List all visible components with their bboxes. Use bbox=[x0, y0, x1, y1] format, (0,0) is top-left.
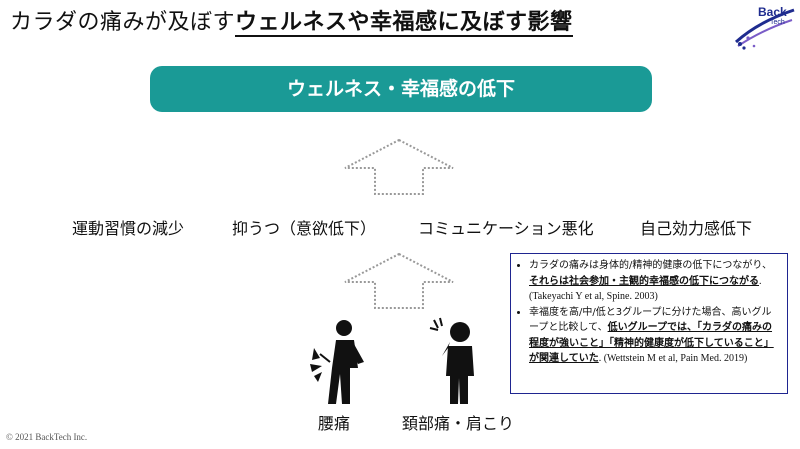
up-arrow-icon bbox=[344, 252, 454, 309]
logo-subtext: Tech bbox=[770, 19, 785, 26]
factor-self-efficacy: 自己効力感低下 bbox=[640, 219, 753, 238]
evidence-item-2: 幸福度を高/中/低と3グループに分けた場合、高いグループと比較して、低いグループ… bbox=[529, 305, 781, 367]
factor-exercise: 運動習慣の減少 bbox=[72, 219, 185, 238]
logo-text: Back bbox=[758, 5, 787, 19]
evidence-item-1: カラダの痛みは身体的/精神的健康の低下につながり、それらは社会参加・主観的幸福感… bbox=[529, 258, 781, 305]
caption-neck-pain: 頚部痛・肩こり bbox=[402, 414, 515, 433]
evidence-box: カラダの痛みは身体的/精神的健康の低下につながり、それらは社会参加・主観的幸福感… bbox=[510, 253, 788, 394]
neck-pain-figure-icon bbox=[429, 317, 474, 404]
title-plain: カラダの痛みが及ぼす bbox=[10, 10, 236, 35]
copyright: © 2021 BackTech Inc. bbox=[6, 432, 88, 442]
title-emphasis: ウェルネスや幸福感に及ぼす影響 bbox=[235, 10, 573, 37]
up-arrow-icon bbox=[344, 138, 454, 195]
factor-depression: 抑うつ（意欲低下） bbox=[232, 219, 377, 238]
caption-back-pain: 腰痛 bbox=[318, 414, 351, 433]
backtech-logo bbox=[734, 8, 795, 50]
factor-communication: コミュニケーション悪化 bbox=[418, 219, 594, 238]
slide-title: カラダの痛みが及ぼすウェルネスや幸福感に及ぼす影響 bbox=[10, 4, 573, 37]
back-pain-figure-icon bbox=[310, 320, 364, 404]
wellness-decline-banner: ウェルネス・幸福感の低下 bbox=[150, 66, 652, 112]
